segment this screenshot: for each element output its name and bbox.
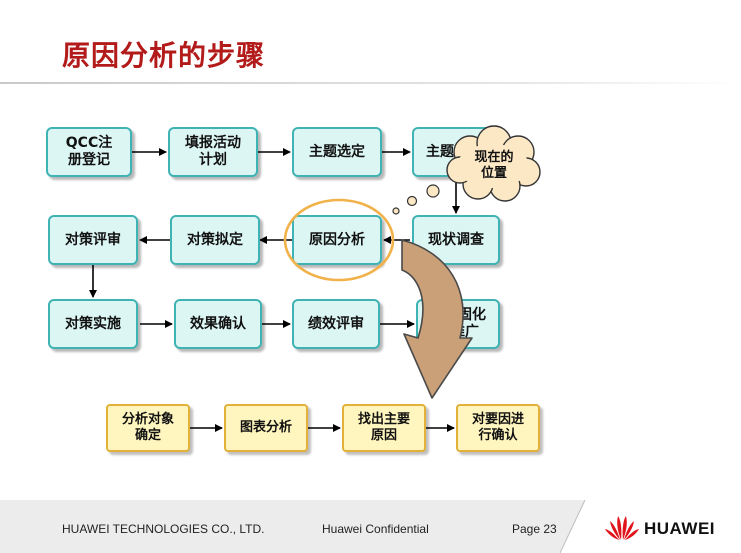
slide-title: 原因分析的步骤	[62, 39, 266, 72]
thought-dot-small	[392, 207, 400, 215]
step-qcc-registration: QCC注 册登记	[46, 127, 132, 177]
highlight-ellipse	[283, 198, 395, 282]
step-performance-review: 绩效评审	[292, 299, 380, 349]
huawei-logo-icon	[605, 516, 639, 540]
step-topic-selection: 主题选定	[292, 127, 382, 177]
step-countermeasure-draft: 对策拟定	[170, 215, 260, 265]
step-activity-plan: 填报活动 计划	[168, 127, 258, 177]
footer-page-number: Page 23	[512, 522, 557, 536]
curved-down-arrow	[401, 239, 473, 399]
thought-dot-medium	[406, 195, 418, 207]
step-countermeasure-implement: 对策实施	[48, 299, 138, 349]
huawei-logo-text: HUAWEI	[644, 519, 715, 538]
step-countermeasure-review: 对策评审	[48, 215, 138, 265]
footer-logo-area	[585, 500, 741, 553]
thought-dot-large	[426, 184, 440, 198]
substep-find-main-cause: 找出主要 原因	[342, 404, 426, 452]
step-cause-analysis: 原因分析	[292, 215, 382, 265]
step-effect-confirm: 效果确认	[174, 299, 262, 349]
substep-chart-analysis: 图表分析	[224, 404, 308, 452]
title-divider	[0, 82, 741, 84]
current-position-label: 现在的 位置	[474, 150, 514, 182]
footer-divider-slash	[560, 500, 600, 553]
substep-verify-main-cause: 对要因进 行确认	[456, 404, 540, 452]
footer-confidential: Huawei Confidential	[322, 522, 429, 536]
footer-company: HUAWEI TECHNOLOGIES CO., LTD.	[62, 522, 265, 536]
substep-define-object: 分析对象 确定	[106, 404, 190, 452]
